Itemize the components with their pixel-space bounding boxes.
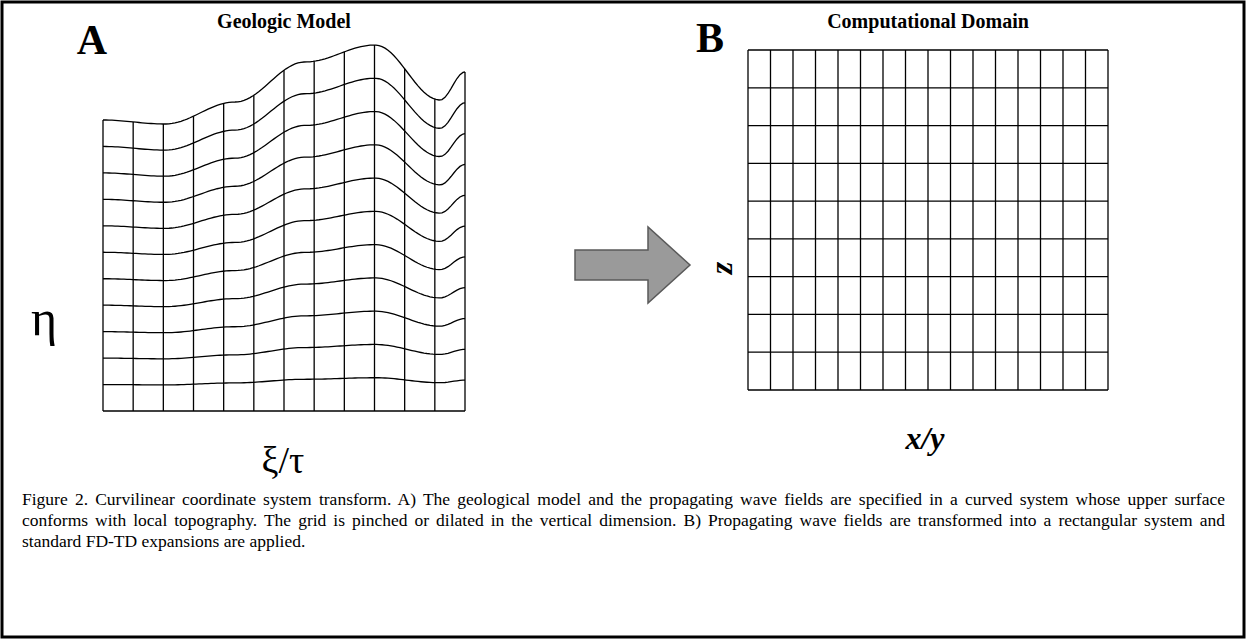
grid-line [748,163,1108,164]
axis-label: x/y [905,422,944,454]
grid-line [748,125,1108,126]
axis-label: η [31,293,57,343]
caption-text: Figure 2. Curvilinear coordinate system … [22,489,1225,551]
grid-line [927,50,928,390]
grid-line [1040,50,1041,390]
grid-line [344,52,345,411]
grid-line [283,70,284,411]
block-arrow [575,227,690,303]
grid-line [748,276,1108,277]
panel-heading: Geologic Model [217,10,351,33]
panel-heading: Computational Domain [827,10,1029,33]
grid-line [860,50,861,390]
axis-label: z [705,262,737,274]
grid-line [950,50,951,390]
grid-line [748,200,1108,201]
grid-line [748,389,1108,390]
panel-letter: A [77,19,107,61]
grid-line [434,99,435,411]
grid-line [314,61,315,411]
grid-outline [748,50,1108,390]
grid-line [223,103,224,411]
grid-line [815,50,816,390]
grid-line [972,50,973,390]
axis-label: ξ/τ [262,441,305,479]
grid-line [882,50,883,390]
grid-line [404,69,405,411]
grid-line [748,314,1108,315]
figure-caption: Figure 2. Curvilinear coordinate system … [22,489,1225,552]
grid-line [1085,50,1086,390]
panel-letter: B [696,17,724,59]
grid-line [747,50,748,390]
grid-line [748,87,1108,88]
grid-line [995,50,996,390]
grid-line [102,120,103,411]
grid-line [748,238,1108,239]
grid-line [374,45,375,411]
grid-line [1017,50,1018,390]
grid-line [770,50,771,390]
grid-outline [103,40,465,411]
curvilinear-grid: Geologic Model [103,40,465,411]
grid-line [1107,50,1108,390]
grid-line [1062,50,1063,390]
grid-line [748,49,1108,50]
grid-line [464,72,465,411]
grid-line [133,122,134,411]
grid-line [163,124,164,411]
grid-line [792,50,793,390]
grid-line [905,50,906,390]
grid-line [837,50,838,390]
grid-line [253,95,254,411]
grid-line [748,352,1108,353]
grid-line [193,116,194,411]
rectangular-grid: Computational Domain [748,50,1108,390]
